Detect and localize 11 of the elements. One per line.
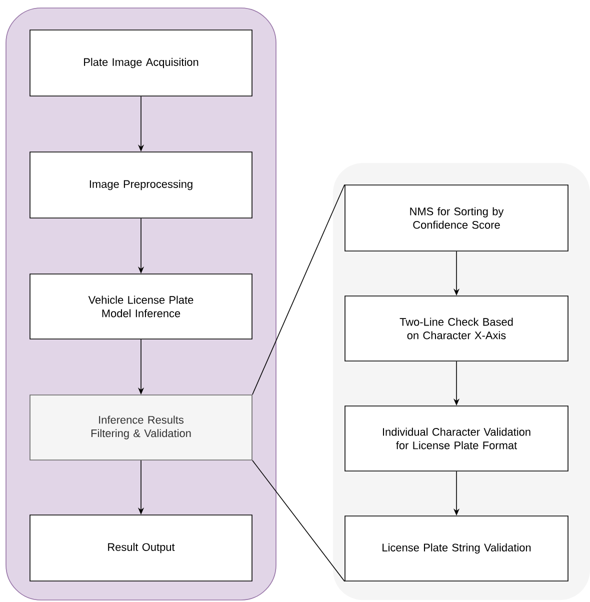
process-box: License Plate String Validation	[344, 516, 568, 582]
process-box: Vehicle License Plate Model Inference	[30, 274, 252, 340]
process-box: Result Output	[30, 514, 252, 582]
connector-line	[252, 460, 345, 582]
process-box: Inference Results Filtering & Validation	[30, 394, 252, 460]
process-box: Plate Image Acquisition	[30, 30, 252, 96]
connector-line	[252, 184, 345, 395]
process-box: Two-Line Check Based on Character X-Axis	[344, 296, 568, 362]
process-box: Individual Character Validation for License Plate Format	[344, 406, 568, 472]
process-box: Image Preprocessing	[30, 152, 252, 218]
process-box: NMS for Sorting by Confidence Score	[344, 184, 568, 252]
